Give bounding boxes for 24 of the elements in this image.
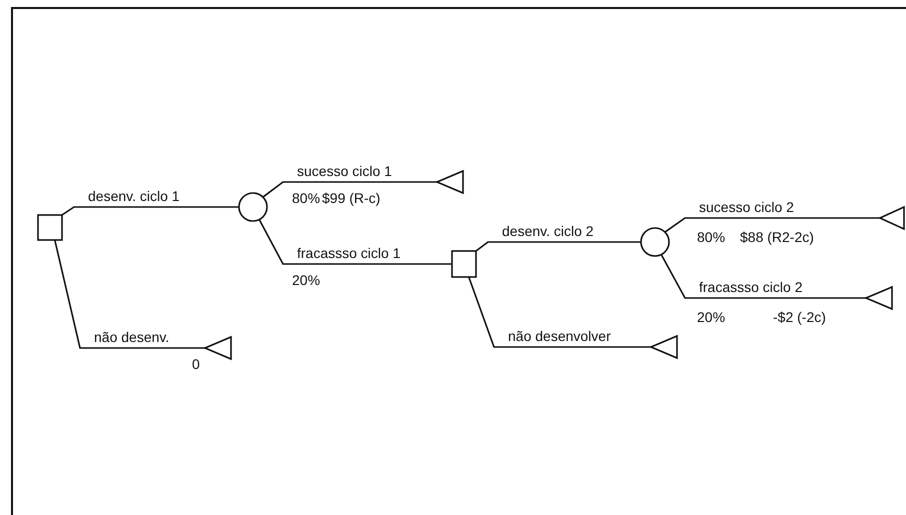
edge-label: fracassso ciclo 1 (297, 245, 400, 261)
edge-label: sucesso ciclo 2 (699, 199, 794, 215)
edge-label: sucesso ciclo 1 (297, 163, 392, 179)
payoff-label: 0 (192, 356, 200, 372)
branch-line (54, 240, 205, 349)
probability-label: 80% (292, 190, 320, 206)
probability-label: 20% (292, 272, 320, 288)
branch-line (476, 241, 641, 252)
payoff-label: -$2 (-2c) (773, 309, 826, 325)
branch-line (664, 217, 880, 233)
edge-label: não desenvolver (508, 328, 611, 344)
payoff-label: $99 (R-c) (322, 190, 380, 206)
edge-label: não desenv. (94, 329, 170, 345)
branch-line (62, 206, 239, 216)
edge-label: desenv. ciclo 1 (88, 188, 180, 204)
branch-line (660, 254, 866, 299)
edge-label: fracassso ciclo 2 (699, 279, 802, 295)
branch-line (258, 219, 452, 265)
branch-line (468, 276, 651, 348)
branch-line (262, 181, 437, 198)
edge-label: desenv. ciclo 2 (502, 223, 594, 239)
payoff-label: $88 (R2-2c) (740, 229, 814, 245)
probability-label: 20% (697, 309, 726, 325)
probability-label: 80% (697, 229, 726, 245)
